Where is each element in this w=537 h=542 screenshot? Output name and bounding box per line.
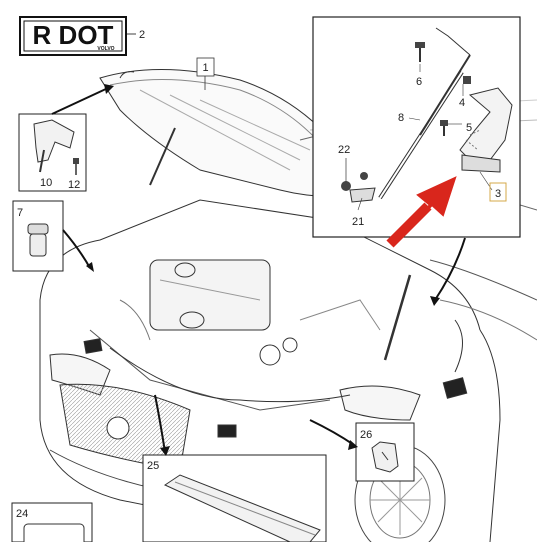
logo-subtext: VOLVO — [97, 46, 114, 52]
callout-6: 6 — [416, 76, 422, 88]
callout-5: 5 — [466, 122, 472, 134]
callout-21: 21 — [352, 216, 364, 228]
callout-12: 12 — [68, 179, 80, 191]
logo-text: R DOT — [33, 20, 114, 50]
callout-3: 3 — [495, 188, 501, 200]
callout-22: 22 — [338, 144, 350, 156]
inset-seal-25: 25 — [142, 454, 327, 542]
inset-clip-7: 7 — [12, 200, 64, 272]
callout-2: 2 — [139, 29, 145, 41]
bolt-5-icon — [440, 120, 448, 136]
inset-part-24: 24 — [11, 502, 93, 542]
inset-hinge-detail: 6 4 5 8 22 21 3 — [312, 16, 521, 238]
callout-25: 25 — [147, 460, 159, 472]
callout-4: 4 — [459, 97, 465, 109]
clip-4-icon — [463, 76, 471, 84]
callout-24: 24 — [16, 508, 28, 520]
callout-26: 26 — [360, 429, 372, 441]
callout-8: 8 — [398, 112, 404, 124]
callout-3-highlight — [489, 182, 507, 202]
callout-10: 10 — [40, 177, 52, 189]
inset-clip-26: 26 — [355, 422, 415, 482]
callout-7: 7 — [17, 207, 23, 219]
bolt-6-icon — [415, 42, 425, 62]
red-arrow-icon — [386, 176, 457, 248]
callout-1: 1 — [202, 62, 208, 74]
bracket-21-icon — [341, 172, 376, 203]
rdot-logo: R DOT VOLVO — [19, 16, 127, 56]
inset-bracket-10-12: 10 12 — [18, 113, 87, 192]
